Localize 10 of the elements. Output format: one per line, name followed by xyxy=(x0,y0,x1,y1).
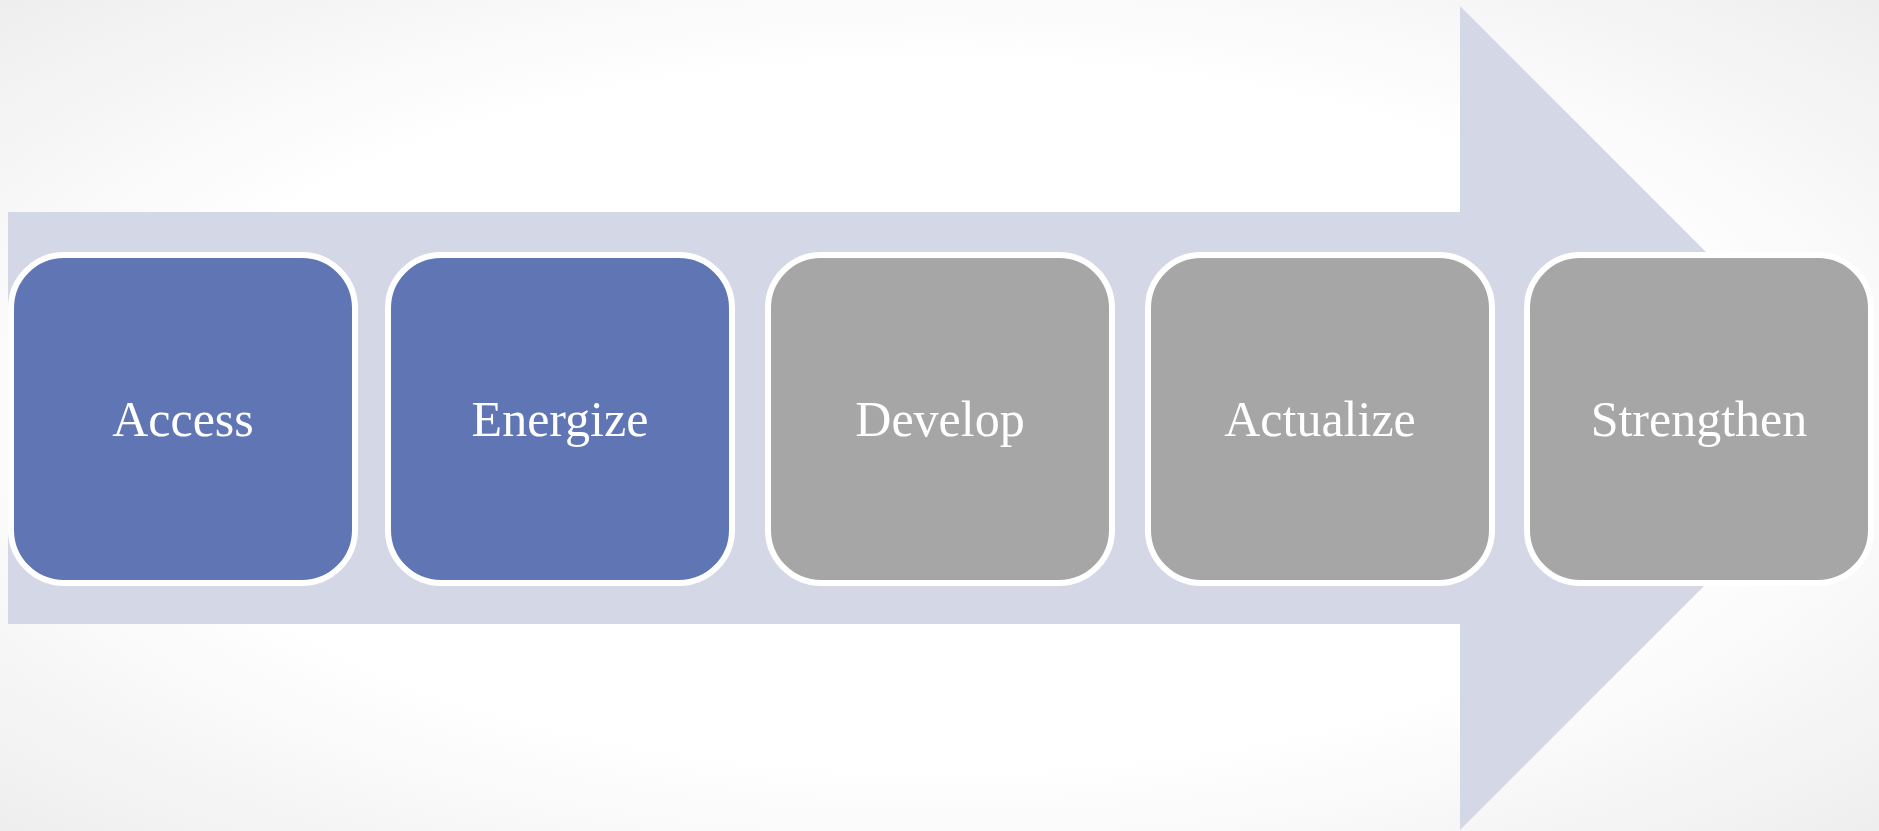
stage-box xyxy=(1524,252,1874,586)
stage-label: Energize xyxy=(471,390,649,448)
stage-box xyxy=(765,252,1115,586)
stage-label: Access xyxy=(112,390,254,448)
stage-label: Develop xyxy=(855,390,1025,448)
stage-box xyxy=(1145,252,1495,586)
stage-box xyxy=(385,252,735,586)
stage-label: Strengthen xyxy=(1590,390,1808,448)
stage-label: Actualize xyxy=(1224,390,1416,448)
stage-box xyxy=(8,252,358,586)
